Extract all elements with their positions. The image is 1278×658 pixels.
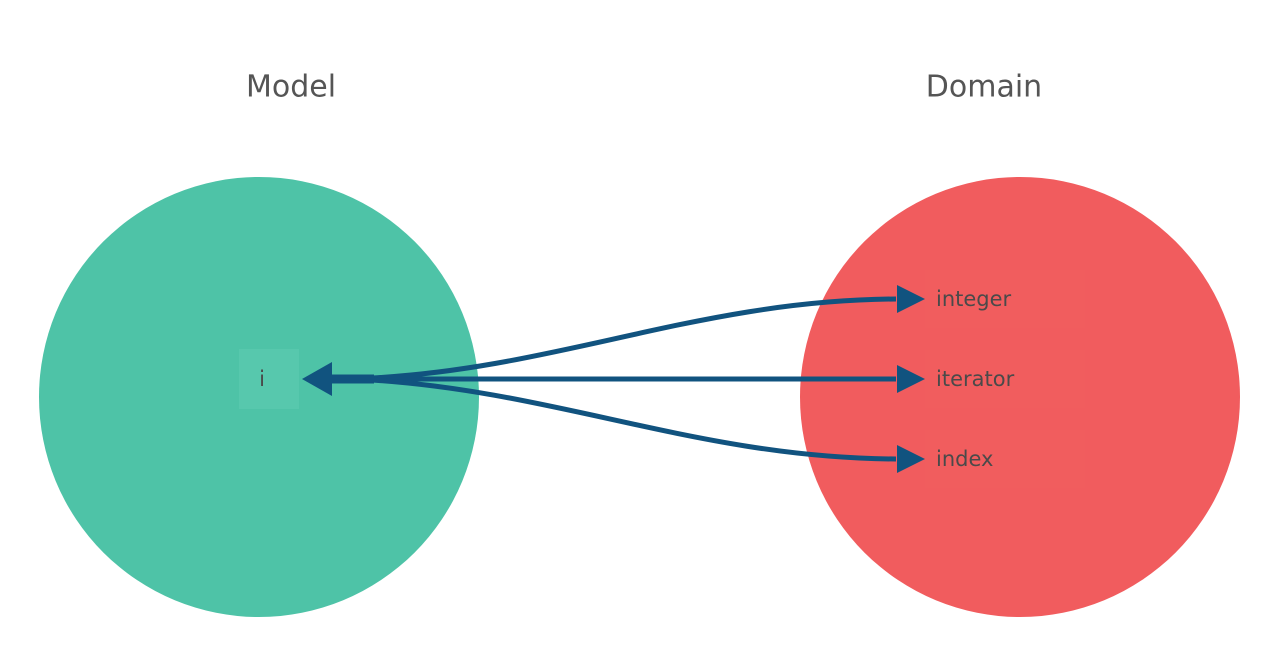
model-title: Model (246, 70, 336, 105)
model-node-i-label[interactable]: i (259, 367, 265, 391)
domain-circle[interactable] (800, 177, 1240, 617)
arrowhead-right-index-icon (897, 445, 925, 473)
integer-label-box (925, 270, 1085, 328)
domain-node-iterator-label[interactable]: iterator (936, 367, 1015, 391)
arrowhead-right-iterator-icon (897, 365, 925, 393)
domain-title: Domain (926, 70, 1042, 105)
domain-node-integer-label[interactable]: integer (936, 287, 1012, 311)
edge-i-to-index[interactable] (371, 377, 897, 462)
edge-i-to-integer[interactable] (371, 296, 897, 381)
i-label-box (239, 349, 299, 409)
arrowhead-left-icon (302, 362, 332, 396)
index-label-box (925, 430, 1085, 488)
domain-node-index-label[interactable]: index (936, 447, 993, 471)
iterator-label-box (925, 350, 1085, 408)
arrowhead-right-integer-icon (897, 285, 925, 313)
